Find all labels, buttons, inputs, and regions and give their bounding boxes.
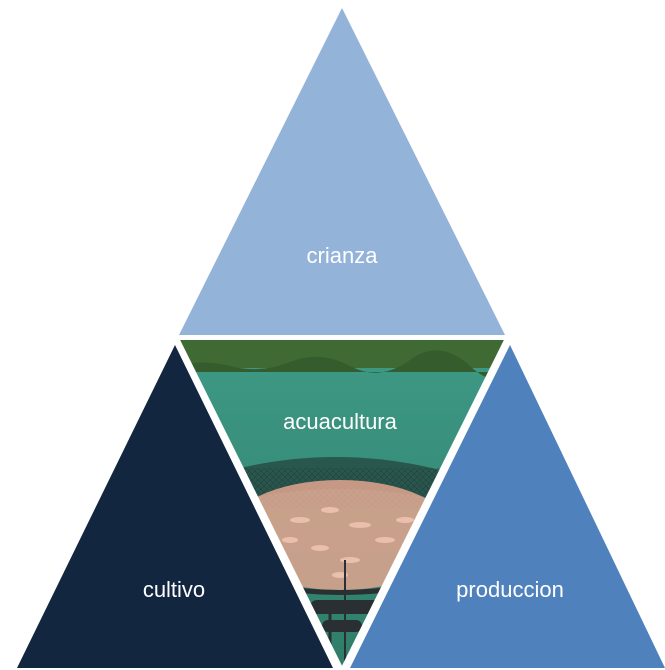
triangle-top-crianza [179,8,505,335]
triangle-left-cultivo [17,345,333,668]
label-produccion: produccion [456,577,564,602]
label-acuacultura: acuacultura [283,409,398,434]
label-cultivo: cultivo [143,577,205,602]
label-crianza: crianza [307,243,379,268]
triangle-right-produccion [350,345,665,668]
